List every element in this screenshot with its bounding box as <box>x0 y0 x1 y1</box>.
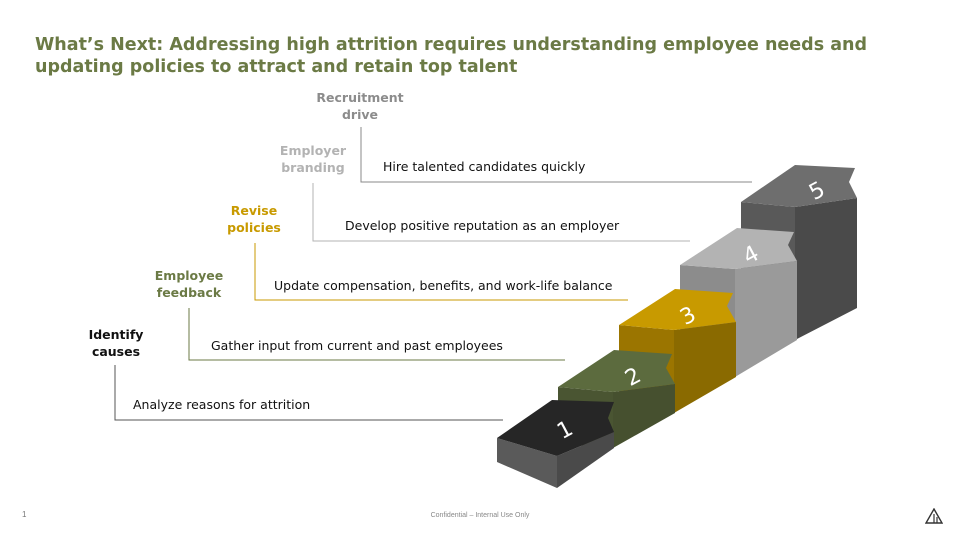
step-description-2: Gather input from current and past emplo… <box>211 338 503 353</box>
confidential-notice: Confidential – Internal Use Only <box>430 512 530 519</box>
step-5-top <box>741 165 857 207</box>
step-label-3: Revise policies <box>227 203 281 235</box>
triangle-logo-icon <box>925 508 943 524</box>
connector-line-3 <box>254 243 628 301</box>
connector-line-4 <box>312 183 690 242</box>
step-description-1: Analyze reasons for attrition <box>133 397 311 412</box>
step-3-side <box>674 322 736 413</box>
step-5-side <box>795 198 857 340</box>
step-4-side <box>735 261 797 377</box>
step-2-side <box>613 384 675 448</box>
page-title: What’s Next: Addressing high attrition r… <box>35 35 868 77</box>
step-1-front <box>497 438 557 488</box>
step-label-4: Employer branding <box>279 143 347 175</box>
connector-lines <box>114 127 752 421</box>
step-label-1: Identify causes <box>88 327 144 359</box>
step-3-top <box>619 289 736 330</box>
step-4-top <box>680 228 797 269</box>
step-description-5: Hire talented candidates quickly <box>383 159 586 174</box>
step-label-5: Recruitment drive <box>316 90 404 122</box>
connector-line-2 <box>188 308 565 361</box>
step-1-top <box>497 400 614 456</box>
connector-line-1 <box>114 365 503 421</box>
step-2-top <box>558 350 675 392</box>
step-description-4: Develop positive reputation as an employ… <box>345 218 620 233</box>
connector-line-5 <box>360 127 752 183</box>
step-block-1 <box>497 400 614 488</box>
step-label-2: Employee feedback <box>154 268 224 300</box>
page-number: 1 <box>22 510 27 519</box>
step-description-3: Update compensation, benefits, and work-… <box>274 278 613 293</box>
step-1-side <box>557 432 614 488</box>
